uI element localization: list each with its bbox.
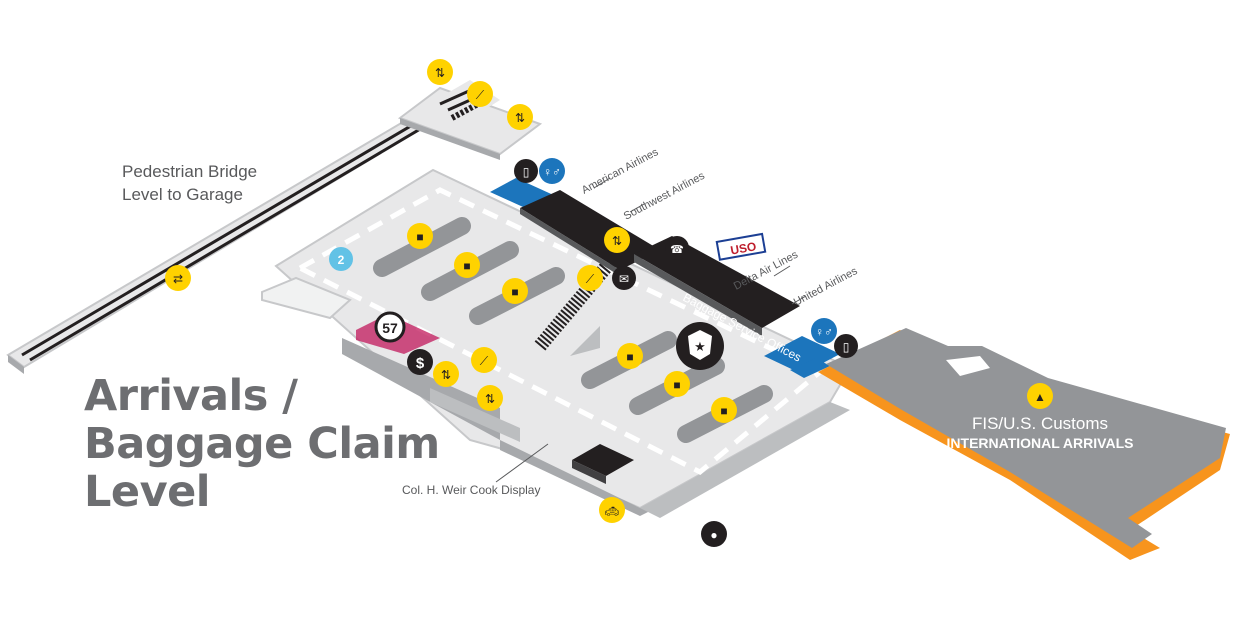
svg-text:⇅: ⇅	[441, 368, 451, 382]
page-title: Arrivals / Baggage Claim Level	[84, 371, 440, 517]
customs-officer-icon: ▲	[1027, 383, 1053, 409]
svg-text:●: ●	[710, 528, 717, 542]
baggage-claim-icon: ■	[617, 343, 643, 369]
pedestrian-bridge-label: Pedestrian Bridge Level to Garage	[122, 162, 258, 204]
american-airlines-label: American Airlines	[580, 146, 661, 197]
elevator-icon[interactable]: ⇅	[477, 385, 503, 411]
svg-text:🚕︎: 🚕︎	[605, 506, 619, 518]
svg-text:⇅: ⇅	[612, 234, 622, 248]
svg-text:☎: ☎	[670, 244, 684, 256]
escalator-icon[interactable]: ⟋	[577, 265, 603, 291]
police-icon[interactable]: ★	[676, 322, 724, 370]
restroom-icon[interactable]: ♀♂	[811, 318, 837, 344]
weir-cook-label: Col. H. Weir Cook Display	[402, 483, 541, 497]
svg-text:⟋: ⟋	[476, 88, 485, 102]
baggage-claim-icon: ■	[454, 252, 480, 278]
svg-text:■: ■	[511, 285, 518, 299]
baggage-claim-icon: ■	[407, 223, 433, 249]
escalator-icon[interactable]: ⟋	[471, 347, 497, 373]
baggage-claim-icon: ■	[502, 278, 528, 304]
baggage-claim-icon: ■	[664, 371, 690, 397]
svg-text:■: ■	[463, 259, 470, 273]
customs-label: FIS/U.S. Customs INTERNATIONAL ARRIVALS	[946, 414, 1134, 451]
svg-text:⇅: ⇅	[435, 66, 445, 80]
info-kiosk-icon[interactable]: ▯	[514, 159, 538, 183]
atm-icon[interactable]: $	[407, 349, 433, 375]
svg-text:★: ★	[694, 339, 706, 354]
customs-area	[818, 328, 1230, 560]
elevator-icon[interactable]: ⇅	[507, 104, 533, 130]
svg-text:■: ■	[720, 404, 727, 418]
phone-icon[interactable]: ☎	[665, 236, 689, 260]
ground-transport-icon[interactable]: 🚕︎	[599, 497, 625, 523]
svg-text:⇅: ⇅	[515, 111, 525, 125]
svg-text:▯: ▯	[843, 340, 850, 354]
svg-text:▲: ▲	[1034, 390, 1046, 404]
restroom-icon[interactable]: ♀♂	[539, 158, 565, 184]
svg-text:♀♂: ♀♂	[543, 165, 561, 179]
svg-text:■: ■	[673, 378, 680, 392]
moving-walkway-icon[interactable]: ⇄	[165, 265, 191, 291]
elevator-icon[interactable]: ⇅	[427, 59, 453, 85]
uso-badge: USO	[715, 232, 767, 261]
baggage-claim-icon: ■	[711, 397, 737, 423]
escalator-icon[interactable]: ⟋	[467, 81, 493, 107]
svg-text:$: $	[416, 355, 425, 372]
svg-text:✉: ✉	[619, 272, 629, 286]
svg-text:■: ■	[626, 350, 633, 364]
elevator-icon[interactable]: ⇅	[604, 227, 630, 253]
svg-text:■: ■	[416, 230, 423, 244]
elevator-icon[interactable]: ⇅	[433, 361, 459, 387]
gate-marker: 57	[374, 311, 406, 343]
svg-text:2: 2	[338, 253, 345, 267]
svg-text:⟋: ⟋	[480, 354, 489, 368]
svg-text:⇄: ⇄	[173, 272, 183, 286]
info-kiosk-icon[interactable]: ▯	[834, 334, 858, 358]
united-label: United Airlines	[792, 265, 860, 309]
svg-text:57: 57	[382, 320, 398, 336]
svg-text:⇅: ⇅	[485, 392, 495, 406]
svg-text:♀♂: ♀♂	[815, 325, 833, 339]
pet-relief-icon[interactable]: ●	[701, 521, 727, 547]
southwest-airlines-label: Southwest Airlines	[622, 170, 707, 223]
zone-marker: 2	[329, 247, 353, 271]
weir-cook-display	[572, 444, 634, 476]
svg-text:⟋: ⟋	[586, 272, 595, 286]
svg-text:USO: USO	[729, 239, 757, 257]
mail-icon[interactable]: ✉	[612, 266, 636, 290]
svg-text:▯: ▯	[523, 165, 530, 179]
